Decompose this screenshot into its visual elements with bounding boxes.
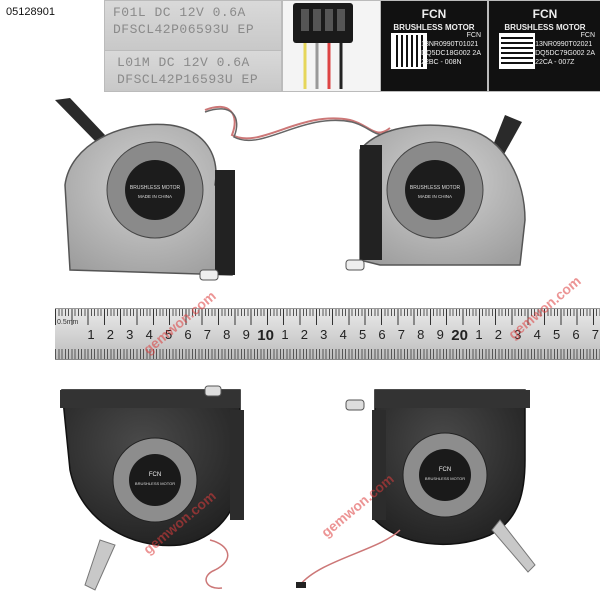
fan-tr-hub-text-2: MADE IN CHINA	[418, 194, 452, 199]
ruler-number: 8	[417, 327, 425, 342]
fan-top-left: BRUSHLESS MOTOR MADE IN CHINA	[55, 98, 235, 281]
ruler-number: 4	[145, 327, 153, 342]
ruler-number: 10	[257, 327, 274, 344]
fan-bottom-right: FCN BRUSHLESS MOTOR	[296, 389, 536, 588]
black-label-panel-1: FCN BRUSHLESS MOTOR FCN 13NR0990T01021 D…	[380, 0, 488, 92]
fan-wire-top-2	[204, 108, 393, 142]
silver-label-line-3: L01M DC 12V 0.6A	[117, 55, 250, 70]
ruler-number: 6	[378, 327, 386, 342]
fan-br-connector	[296, 582, 306, 588]
fan-br-wire	[299, 529, 401, 586]
fan-bl-outlet	[230, 410, 244, 520]
fan-bl-hub	[129, 454, 181, 506]
ruler-number: 2	[300, 327, 309, 342]
label-2-line-4: 22CA - 007Z	[535, 59, 575, 66]
fan-bl-mount-arm	[84, 539, 116, 591]
ruler-number: 1	[281, 327, 289, 342]
label-sub-2: BRUSHLESS MOTOR	[504, 23, 586, 32]
silver-label-panel-2: L01M DC 12V 0.6A DFSCL42P16593U EP	[104, 50, 282, 92]
fan-bl-top-rim	[60, 390, 240, 408]
ruler-number: 2	[106, 327, 115, 342]
connector-photo	[282, 0, 382, 92]
ruler-number: 5	[164, 327, 173, 342]
ruler-number: 6	[572, 327, 580, 342]
fan-br-hub-brand: FCN	[439, 467, 451, 473]
ruler-number: 4	[533, 327, 541, 342]
ruler-number: 5	[552, 327, 561, 342]
ruler-number: 9	[242, 327, 250, 342]
connector-pin-3	[325, 9, 333, 31]
fan-bl-hub-brand: FCN	[149, 472, 161, 478]
fan-tr-hub	[405, 160, 465, 220]
fan-tl-hub	[125, 160, 185, 220]
fan-top-right: BRUSHLESS MOTOR MADE IN CHINA	[345, 115, 526, 271]
label-lines-1: FCN 13NR0990T01021 DQ5DC18G002 2A 22BC -…	[421, 31, 481, 67]
ruler-number: 7	[397, 327, 406, 342]
silver-label-line-1: F01L DC 12V 0.6A	[113, 5, 246, 20]
ruler-number: 20	[451, 327, 468, 344]
ruler-number: 7	[591, 327, 600, 342]
label-brand-1: FCN	[421, 7, 447, 21]
ruler-number: 2	[494, 327, 503, 342]
ruler-number: 8	[223, 327, 231, 342]
fan-tl-hub-text-2: MADE IN CHINA	[138, 194, 172, 199]
connector-pin-4	[337, 9, 345, 31]
ruler-number: 5	[358, 327, 367, 342]
fan-tl-mount-arm	[55, 98, 105, 142]
label-1-line-1: FCN	[466, 32, 481, 39]
fan-br-hub	[419, 449, 471, 501]
label-1-line-4: 22BC - 008N	[421, 59, 462, 66]
label-sub-1: BRUSHLESS MOTOR	[393, 23, 475, 32]
ruler-ticks-bottom	[55, 349, 600, 359]
label-1-line-3: DQ5DC18G002 2A	[421, 50, 481, 57]
ruler-number: 1	[87, 327, 95, 342]
fan-tr-hub-text-1: BRUSHLESS MOTOR	[410, 185, 461, 191]
fan-bl-wire	[205, 539, 229, 589]
fan-photo: BRUSHLESS MOTOR MADE IN CHINA BRUSHLESS …	[55, 98, 536, 591]
qr-code-1	[391, 33, 427, 69]
fan-br-hub-text: BRUSHLESS MOTOR	[425, 476, 465, 481]
ruler-ticks-top	[55, 309, 600, 325]
ruler-number: 4	[339, 327, 347, 342]
black-label-panel-2: FCN BRUSHLESS MOTOR FCN 13NR0990T02021 D…	[488, 0, 600, 92]
fan-tl-hub-text-1: BRUSHLESS MOTOR	[130, 185, 181, 191]
fan-bl-screw-tab	[204, 385, 222, 397]
ruler-number: 1	[475, 327, 483, 342]
label-1-line-2: 13NR0990T01021	[421, 41, 479, 48]
silver-label-line-4: DFSCL42P16593U EP	[117, 72, 259, 87]
qr-code-2	[499, 33, 535, 69]
label-lines-2: FCN 13NR0990T02021 DQ5DC79G002 2A 22CA -…	[535, 31, 595, 67]
fan-bl-hub-text: BRUSHLESS MOTOR	[135, 481, 175, 486]
fan-br-mount-arm	[491, 519, 536, 573]
fan-tl-screw-tab	[199, 269, 219, 281]
fan-br-outlet	[372, 410, 386, 520]
ruler-number: 3	[320, 327, 328, 342]
silver-label-line-2: DFSCL42P06593U EP	[113, 22, 255, 37]
fan-wire-top	[204, 105, 391, 140]
label-brand-2: FCN	[532, 7, 558, 21]
ruler-unit: 0.5mm	[57, 319, 79, 326]
fan-tr-screw-tab	[345, 259, 365, 271]
ruler-number: 3	[514, 327, 522, 342]
silver-label-panel-1: F01L DC 12V 0.6A DFSCL42P06593U EP	[104, 0, 282, 52]
label-2-line-2: 13NR0990T02021	[535, 41, 593, 48]
fan-br-top-rim	[375, 390, 530, 408]
fan-tr-outlet	[360, 145, 382, 260]
ruler-number: 7	[203, 327, 212, 342]
ruler-number: 3	[126, 327, 134, 342]
ruler-number: 6	[184, 327, 192, 342]
connector-pin-1	[301, 9, 309, 31]
label-2-line-1: FCN	[580, 32, 595, 39]
product-code: 05128901	[6, 6, 55, 18]
fan-br-screw-tab	[345, 399, 365, 411]
fan-tl-outlet	[215, 170, 235, 275]
fan-bottom-left: FCN BRUSHLESS MOTOR	[60, 385, 244, 591]
label-2-line-3: DQ5DC79G002 2A	[535, 50, 595, 57]
connector-illustration	[293, 3, 353, 89]
connector-pin-2	[313, 9, 321, 31]
ruler-number: 9	[436, 327, 444, 342]
